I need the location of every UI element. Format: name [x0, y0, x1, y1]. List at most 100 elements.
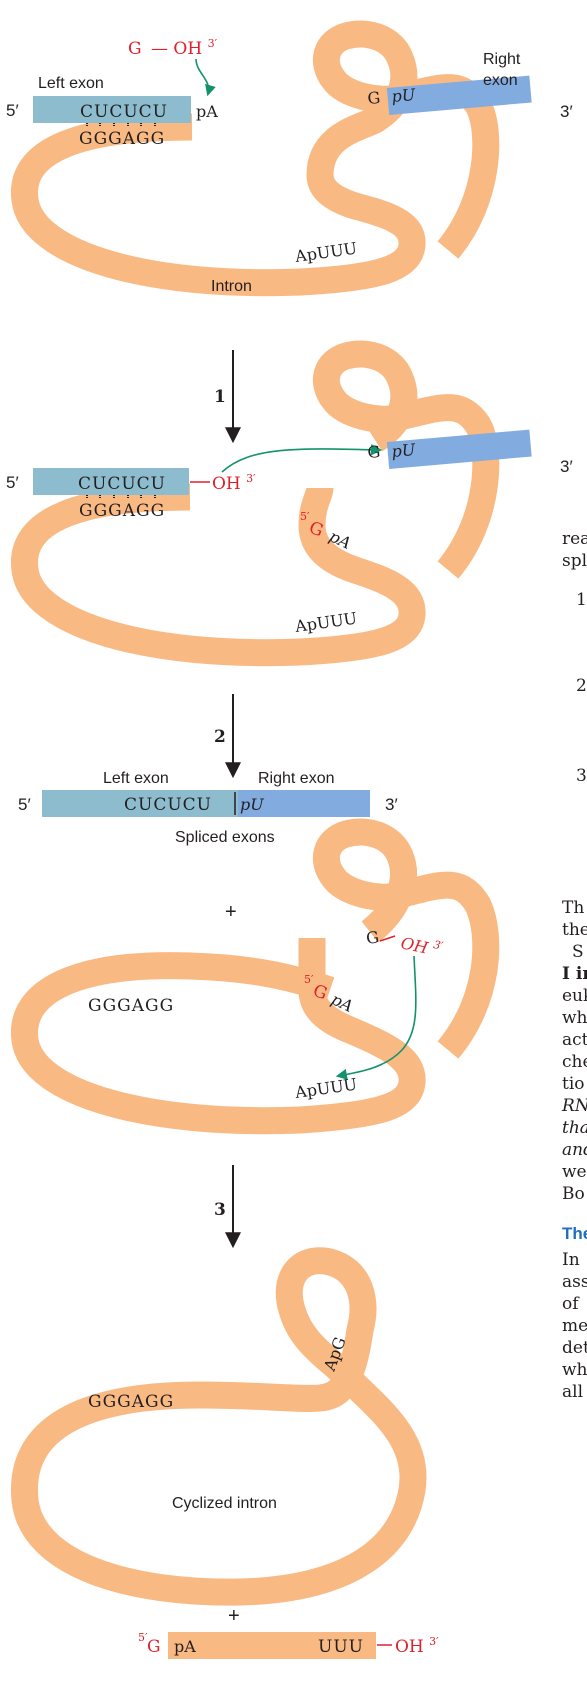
side-text-line: tha: [562, 1118, 587, 1138]
step-3-number: 3: [214, 1200, 226, 1220]
side-text-line: spl: [562, 551, 587, 571]
g-of-GpU: G: [367, 88, 381, 108]
panel-2-first-transesterification: 5′ 3′ CUCUCU OH 3′ GGGAGG G pU 5′ G pA A…: [6, 340, 573, 667]
cyclized-intron-caption: Cyclized intron: [172, 1495, 277, 1512]
side-text-line: Th: [562, 898, 585, 918]
g-of-GpU: G: [367, 442, 381, 462]
ApUUU-sequence: ApUUU: [293, 1074, 358, 1102]
step-1-number: 1: [214, 387, 226, 407]
gpa-G: G: [306, 518, 326, 541]
side-text-line: of: [562, 1294, 579, 1314]
panel-3-spliced-exons: Left exon Right exon 5′ 3′ CUCUCU pU Spl…: [18, 770, 398, 846]
cyclized-intron-strand: [10, 1247, 427, 1606]
terminal-G: G: [365, 927, 380, 948]
frag-pA: pA: [174, 1637, 196, 1656]
gpa-G: G: [310, 981, 330, 1004]
side-text-number: 2: [576, 676, 587, 696]
side-text-line: I in: [562, 964, 587, 984]
side-text-line: RN: [562, 1096, 587, 1116]
attack-arrow-2: [221, 444, 383, 473]
base-pair-dots: [86, 123, 156, 127]
released-fragment: [168, 1632, 376, 1659]
right-exon: [386, 75, 532, 115]
side-text-line: we: [562, 1162, 587, 1182]
right-exon: [238, 790, 370, 817]
right-exon-label-line2: exon: [483, 72, 518, 89]
left-exon: [33, 468, 189, 495]
intron-strand: [11, 483, 426, 667]
side-text-line: wh: [562, 1008, 587, 1028]
guanosine-label: G — OH 3′: [128, 37, 218, 59]
gpa-5-prime-sup: 5′: [304, 973, 314, 986]
three-prime-label: 3′: [385, 795, 398, 814]
five-prime-label: 5′: [18, 795, 31, 814]
side-text-line: rea: [562, 529, 587, 549]
right-exon: [386, 429, 532, 469]
gpa-5-prime-sup: 5′: [300, 510, 310, 523]
panel-5-cyclized-intron: ApG GGGAGG Cyclized intron + 5′ G pA UUU…: [10, 1247, 439, 1659]
side-text-line: S: [572, 942, 584, 962]
five-prime-label: 5′: [6, 473, 19, 492]
left-exon-sequence: CUCUCU: [80, 102, 168, 122]
side-text-line: In: [562, 1250, 580, 1270]
side-text-line: det: [562, 1338, 587, 1358]
plus-sign-1: +: [225, 901, 237, 923]
side-text-line: euk: [562, 986, 587, 1006]
step-2-arrow: 2: [214, 694, 241, 779]
plus-sign-2: +: [228, 1605, 240, 1627]
left-sequence: CUCUCU: [124, 795, 212, 815]
step-3-arrow: 3: [214, 1165, 241, 1249]
side-text-line: ass: [562, 1272, 587, 1292]
side-text-line: the: [562, 920, 587, 940]
step-1-arrow: 1: [214, 350, 241, 444]
intron-3-prime-loop: [312, 818, 500, 1059]
side-section-heading: The: [562, 1224, 587, 1243]
frag-G: G: [147, 1637, 161, 1657]
internal-guide-sequence: GGGAGG: [88, 996, 174, 1016]
panel-1-precursor: 5′ Left exon Right exon 3′ CUCUCU pA GGG…: [6, 20, 573, 297]
left-exon-sequence: CUCUCU: [78, 474, 166, 494]
right-sequence: pU: [240, 795, 264, 814]
attack-arrow-3: [335, 955, 417, 1080]
side-text-line: and: [562, 1140, 587, 1160]
left-exon-label: Left exon: [103, 770, 169, 787]
left-exon-oh: OH 3′: [212, 472, 256, 494]
intron-strand: [11, 20, 500, 297]
left-exon: [42, 790, 238, 817]
internal-guide-sequence: GGGAGG: [88, 1392, 174, 1412]
three-prime-label: 3′: [560, 457, 573, 476]
side-text-line: me: [562, 1316, 587, 1336]
spliced-exons-caption: Spliced exons: [175, 829, 275, 846]
right-exon-label-line1: Right: [483, 51, 521, 68]
pU-of-GpU: pU: [391, 440, 417, 461]
side-text-number: 3: [576, 766, 587, 786]
internal-guide-sequence: GGGAGG: [79, 129, 165, 149]
five-prime-label: 5′: [6, 101, 19, 120]
base-pair-dots: [86, 495, 156, 499]
three-prime-label: 3′: [560, 102, 573, 121]
left-exon-label: Left exon: [38, 75, 104, 92]
right-exon-label: Right exon: [258, 770, 335, 787]
terminal-oh: OH 3′: [399, 931, 445, 960]
step-2-number: 2: [214, 727, 226, 747]
left-exon: [33, 96, 191, 123]
intron-strand: [11, 937, 426, 1135]
side-text-line: tio: [562, 1074, 585, 1094]
side-text-line: all: [562, 1382, 584, 1402]
side-text-line: Bo: [562, 1184, 585, 1204]
frag-UUU: UUU: [318, 1637, 364, 1657]
panel-4-released-intron: G OH 3′ 5′ G pA GGGAGG ApUUU: [11, 818, 500, 1135]
side-text-line: act: [562, 1030, 587, 1050]
ApUUU-sequence: ApUUU: [293, 238, 358, 266]
frag-oh: OH 3′: [395, 1635, 439, 1657]
internal-guide-sequence: GGGAGG: [79, 501, 165, 521]
intron-label: Intron: [211, 278, 252, 295]
side-text-number: 1: [576, 590, 587, 610]
frag-5-prime-sup: 5′: [138, 1631, 148, 1644]
ApUUU-sequence: ApUUU: [293, 608, 358, 636]
side-text-line: wh: [562, 1360, 587, 1380]
intron-5-prime-pA: pA: [196, 102, 218, 121]
pU-of-GpU: pU: [391, 85, 417, 106]
attack-arrow-1: [195, 58, 216, 97]
